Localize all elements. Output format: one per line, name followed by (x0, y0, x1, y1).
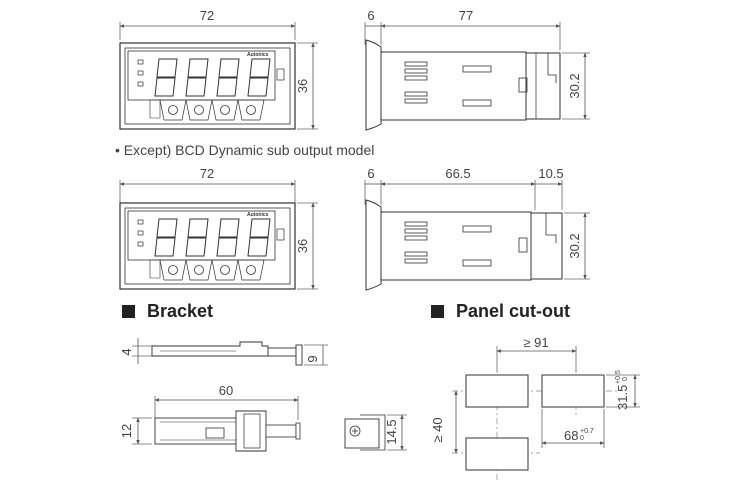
brand-label-top: Autonics (247, 52, 269, 58)
front-bottom-width-dim: 72 (200, 166, 214, 181)
digits-bottom (154, 218, 271, 257)
bracket-width-dim: 12 (119, 424, 134, 438)
cutout-height-tol-minus: 0 (622, 377, 629, 381)
side-bottom-depth-dim: 66.5 (445, 166, 470, 181)
side-bottom-extra-dim: 10.5 (538, 166, 563, 181)
cutout-pitch-vertical-dim: ≥ 40 (430, 417, 445, 442)
bcd-model-note: • Except) BCD Dynamic sub output model (115, 142, 375, 158)
side-view-top: 6 77 30.2 (364, 8, 590, 131)
heading-square-icon (431, 305, 444, 318)
bracket-side-dim: 14.5 (384, 419, 399, 444)
side-bottom-height-dim: 30.2 (567, 233, 582, 258)
brand-label-bottom: Autonics (247, 212, 269, 218)
cutout-width-dim: 68 (564, 428, 578, 443)
side-view-bottom: 6 66.5 10.5 30.2 (364, 166, 590, 291)
front-top-width-dim: 72 (200, 8, 214, 23)
side-bottom-bezel-dim: 6 (367, 166, 374, 181)
cutout-width-tol-plus: +0.7 (580, 428, 594, 435)
side-top-bezel-dim: 6 (367, 8, 374, 23)
front-view-top: 72 Autonics 36 (119, 8, 318, 130)
bracket-thickness-dim: 4 (119, 348, 134, 355)
panel-cutout-drawing: ≥ 91 ≥ 40 31.5 +0.5 0 68 +0.7 0 (430, 335, 640, 480)
cutout-pitch-horizontal-dim: ≥ 91 (523, 335, 548, 350)
digits-top (154, 58, 271, 97)
side-top-height-dim: 30.2 (567, 73, 582, 98)
bracket-length-dim: 60 (219, 383, 233, 398)
panel-cutout-title: Panel cut-out (456, 301, 571, 321)
bracket-heading: Bracket (122, 301, 213, 322)
panel-cutout-heading: Panel cut-out (431, 301, 570, 322)
cutout-height-dim: 31.5 (615, 385, 630, 410)
front-bottom-height-dim: 36 (295, 239, 310, 253)
bracket-height-dim: 9 (305, 355, 320, 362)
cutout-width-tol-minus: 0 (580, 435, 584, 442)
bracket-title: Bracket (147, 301, 214, 321)
heading-square-icon (122, 305, 135, 318)
side-top-depth-dim: 77 (459, 8, 473, 23)
front-top-height-dim: 36 (295, 79, 310, 93)
bracket-drawing: 4 9 60 12 14.5 (119, 338, 407, 452)
cutout-height-tol-plus: +0.5 (615, 370, 622, 384)
front-view-bottom: 72 Autonics 36 (119, 166, 318, 290)
